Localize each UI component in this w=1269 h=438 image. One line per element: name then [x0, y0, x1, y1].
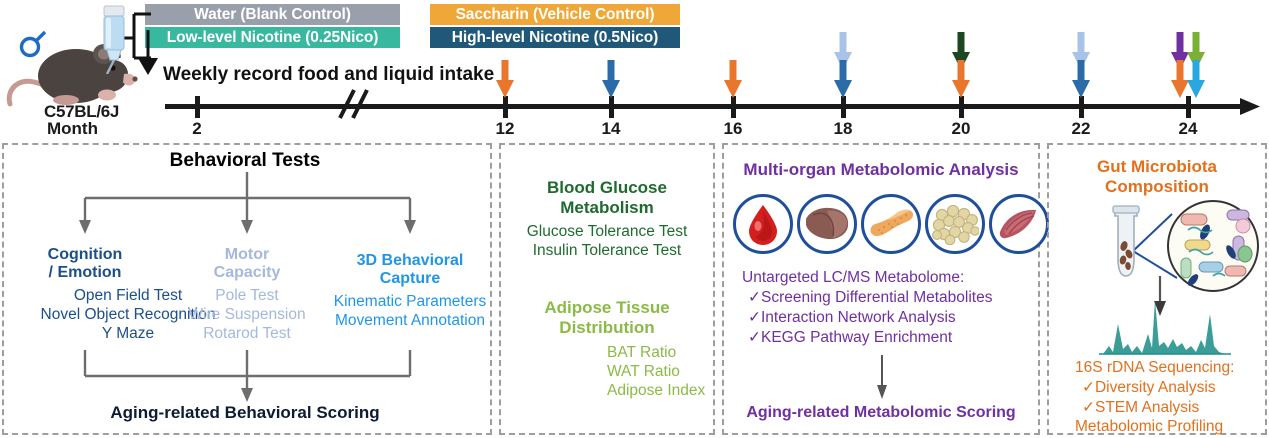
muscle-icon: [989, 194, 1049, 254]
timeline-tick-label-16: 16: [723, 119, 743, 138]
timeline-tick-label-14: 14: [601, 119, 621, 138]
timeline-tick-label-22: 22: [1071, 119, 1091, 138]
timeline-axis-label: Month: [47, 119, 98, 138]
water-bottle-icon: [103, 5, 125, 74]
behavioral-split-connector: [79, 172, 416, 234]
timeline-tick-12: [503, 96, 508, 118]
down-triangle-icon: [138, 30, 158, 75]
adipose-icon: [925, 194, 985, 254]
timeline-tick-20: [959, 96, 964, 118]
panel-behavioral-tests: [2, 143, 492, 435]
timeline-tick-label-2: 2: [192, 119, 202, 138]
metabolomic-title: Multi-organ Metabolomic Analysis: [743, 160, 1019, 179]
metabolomic-checklist: ✓Screening Differential Metabolites✓Inte…: [748, 289, 993, 346]
legend-chip-low-nicotine: Low-level Nicotine (0.25Nico): [145, 27, 400, 48]
timeline-tick-label-18: 18: [833, 119, 853, 138]
gut-lead: 16S rDNA Sequencing:: [1075, 359, 1235, 376]
timeline-tick-22: [1079, 96, 1084, 118]
male-symbol-icon: [19, 30, 47, 58]
timeline-tick-16: [731, 96, 736, 118]
timeline-arrow-month-20-1: [952, 60, 970, 98]
panel-metabolomic-analysis: [722, 143, 1040, 435]
organ-icon-row: [733, 194, 1049, 254]
timeline-tick-18: [841, 96, 846, 118]
timeline-tick-label-24: 24: [1178, 119, 1198, 138]
axis-arrowhead-icon: [1240, 98, 1260, 115]
panel-gut-microbiota: [1047, 143, 1267, 435]
gut-checklist: ✓Diversity Analysis✓STEM Analysis: [1082, 379, 1216, 416]
timeline-arrow-month-14-0: [602, 60, 620, 98]
timeline-arrow-month-16-0: [724, 60, 742, 98]
behavioral-col-0-title: Cognition/ Emotion: [47, 246, 123, 281]
panel-blood-glucose: [499, 143, 715, 435]
timeline-arrow-month-24-3: [1187, 60, 1205, 98]
timeline-axis: [165, 104, 1250, 109]
behavioral-merge-connector: [83, 350, 412, 402]
timeline-arrow-month-24-2: [1171, 60, 1189, 98]
weekly-record-note: Weekly record food and liquid intake: [163, 64, 495, 85]
legend-chip-saccharin: Saccharin (Vehicle Control): [430, 4, 680, 25]
timeline-arrow-month-12-0: [496, 60, 514, 98]
liver-icon: [797, 194, 857, 254]
legend-chip-high-nicotine: High-level Nicotine (0.5Nico): [430, 27, 680, 48]
axis-break-icon: [338, 89, 369, 119]
timeline-tick-label-12: 12: [495, 119, 515, 138]
group-bracket: [118, 12, 151, 60]
blood-drop-icon: [733, 194, 793, 254]
pancreas-icon: [861, 194, 921, 254]
behavioral-title: Behavioral Tests: [169, 150, 321, 171]
metabolomic-lead: Untargeted LC/MS Metabolome:: [742, 269, 965, 286]
behavioral-output-label: Aging-related Behavioral Scoring: [110, 403, 380, 422]
timeline-tick-14: [609, 96, 614, 118]
gut-microbiota-figure: [1099, 200, 1259, 355]
timeline-arrow-month-22-1: [1072, 60, 1090, 98]
metabolomic-down-arrow-icon: [877, 355, 887, 399]
timeline-tick-24: [1186, 96, 1191, 118]
timeline-arrow-month-18-1: [834, 60, 852, 98]
gut-extra-label: Metabolomic Profiling: [1075, 418, 1224, 435]
legend-chip-water: Water (Blank Control): [145, 4, 400, 25]
timeline-tick-label-20: 20: [951, 119, 971, 138]
metabolomic-output-label: Aging-related Metabolomic Scoring: [746, 404, 1016, 421]
timeline-tick-2: [195, 96, 200, 118]
strain-label: C57BL/6J: [44, 102, 120, 121]
